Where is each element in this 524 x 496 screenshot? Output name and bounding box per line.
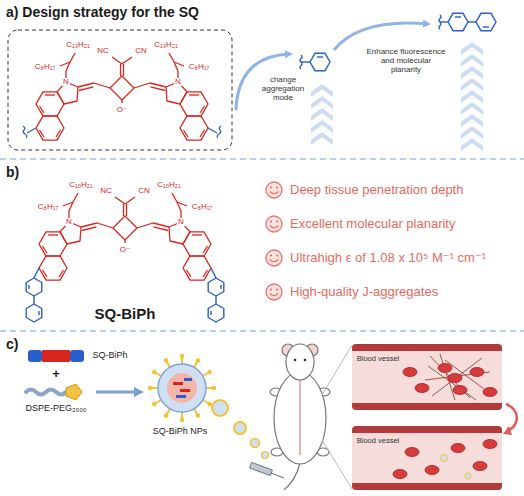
- compound-name: SQ-BiPh: [95, 306, 156, 323]
- feature-text: Excellent molecular planarity: [290, 217, 455, 231]
- atom-label: C₁₀H₂₁: [68, 181, 93, 189]
- panel-band: a) Design strategy for the SQ: [0, 0, 524, 158]
- feature-text: Ultrahigh ε of 1.08 x 10⁵ M⁻¹ cm⁻¹: [290, 251, 486, 265]
- atom-label: N: [62, 78, 70, 86]
- panel-heading: a) Design strategy for the SQ: [6, 4, 199, 20]
- atom-label: NC: [96, 47, 110, 55]
- annotation-text: change aggregation mode: [254, 76, 312, 102]
- panel-heading: b): [6, 164, 19, 180]
- atom-label: N: [65, 218, 73, 226]
- region-label: Blood vessel: [357, 437, 400, 445]
- atom-label: N: [174, 78, 182, 86]
- atom-label: N: [177, 218, 185, 226]
- atom-label: C₈H₁₇: [37, 203, 59, 211]
- atom-label: O⁻: [119, 246, 131, 254]
- feature-text: Deep tissue penetration depth: [290, 183, 463, 197]
- atom-label: C₈H₁₇: [34, 63, 56, 71]
- atom-label: C₈H₁₇: [188, 63, 210, 71]
- panel-heading: c): [6, 336, 18, 352]
- component-label: SQ-BiPh NPs: [153, 427, 208, 437]
- plus-sign: +: [52, 367, 60, 381]
- atom-label: C₁₀H₂₁: [65, 41, 90, 49]
- component-label: DSPE-PEG₂₀₀₀: [25, 404, 86, 414]
- region-label: Blood vessel: [357, 355, 400, 363]
- atom-label: O⁻: [116, 106, 128, 114]
- atom-label: NC: [99, 187, 113, 195]
- atom-label: CN: [134, 47, 148, 55]
- component-label: SQ-BiPh: [92, 351, 127, 361]
- atom-label: C₈H₁₇: [191, 203, 213, 211]
- atom-label: CN: [137, 187, 151, 195]
- atom-label: C₁₀H₂₁: [153, 41, 178, 49]
- feature-text: High-quality J-aggregates: [290, 285, 438, 299]
- atom-label: C₁₀H₂₁: [156, 181, 181, 189]
- panel-band: c): [0, 332, 524, 496]
- annotation-text: Enhance fluorescence and molecular plana…: [365, 48, 447, 74]
